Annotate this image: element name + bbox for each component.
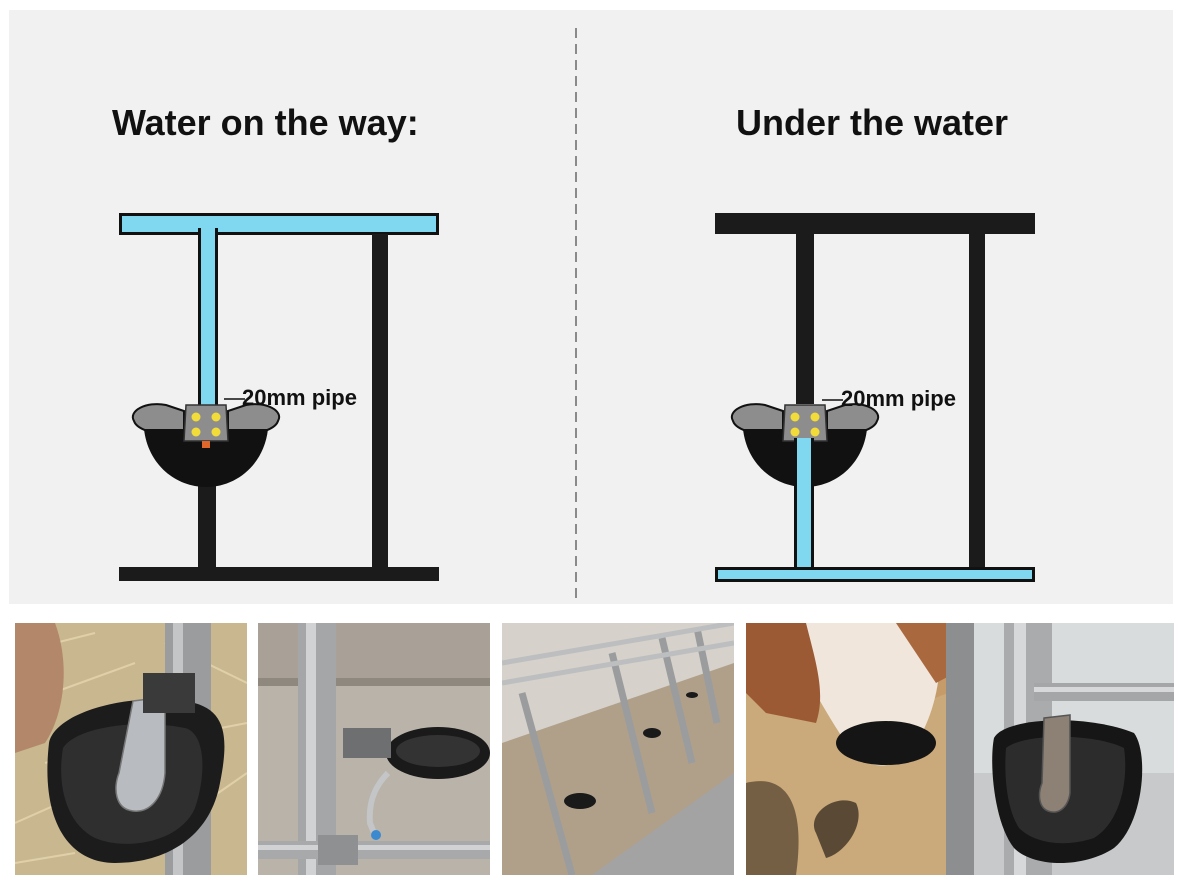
photo-bowl-on-pipe [258,623,490,875]
right-title: Under the water [736,102,1008,143]
left-installation: 20mm pipe [119,213,439,581]
post-right [372,234,388,576]
post-left-lower [198,470,216,576]
post-right [969,234,985,576]
photo-bowl-on-rail [974,623,1174,875]
installation-diagram: Water on the way: Under the water 20mm p… [112,28,1035,602]
left-pipe-label: 20mm pipe [242,385,357,410]
photo-barn-row [502,623,734,875]
bottom-rail [119,567,439,581]
photo-bowl-closeup [15,623,247,875]
top-rail [715,213,1035,234]
diagram-panel: Water on the way: Under the water 20mm p… [9,10,1173,604]
left-title: Water on the way: [112,102,419,143]
right-installation: 20mm pipe [715,213,1035,582]
right-pipe-label: 20mm pipe [841,386,956,411]
photo-cow-drinking [746,623,974,875]
drinking-bowl-left [131,403,281,488]
post-left-upper [796,234,814,404]
